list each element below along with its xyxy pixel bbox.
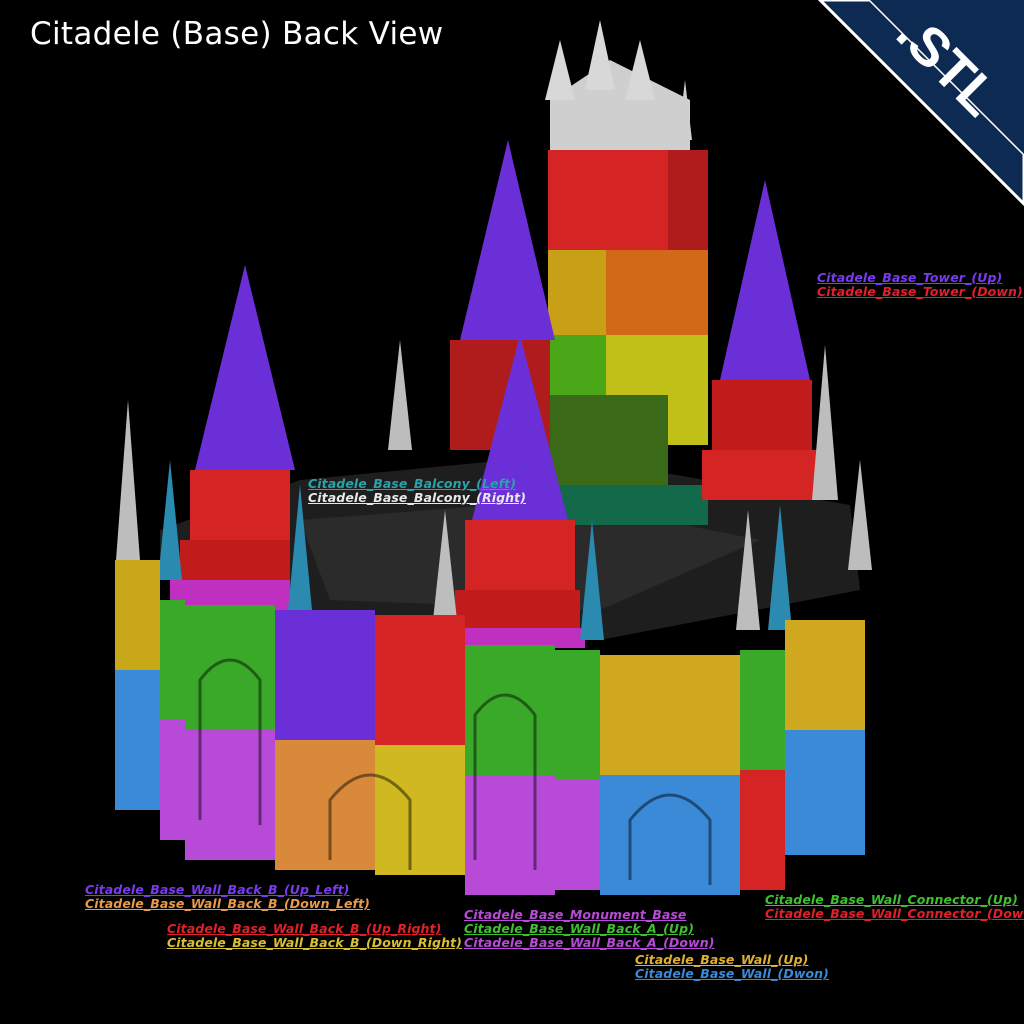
tower-left [170,265,295,610]
wall-lower-band [115,670,865,895]
central-tower [545,20,708,525]
image-title: Citadele (Base) Back View [30,16,444,52]
wall-upper-band [115,560,865,780]
label-wall-connector-up: Citadele_Base_Wall_Connector_(Up) [765,892,1018,907]
label-wall-back-b-down-right: Citadele_Base_Wall_Back_B_(Down_Right) [167,935,462,950]
tower-right [702,180,817,500]
pinnacles [116,340,872,630]
doors [198,658,712,885]
label-balcony-left: Citadele_Base_Balcony_(Left) [308,476,517,491]
tower-center [445,335,585,648]
label-monument-base: Citadele_Base_Monument_Base [464,907,687,922]
label-wall-back-a-down: Citadele_Base_Wall_Back_A_(Down) [464,935,715,950]
label-wall-back-b-down-left: Citadele_Base_Wall_Back_B_(Down_Left) [85,896,370,911]
label-wall-up: Citadele_Base_Wall_(Up) [635,952,809,967]
label-wall-back-a-up: Citadele_Base_Wall_Back_A_(Up) [464,921,695,936]
label-wall-back-b-up-left: Citadele_Base_Wall_Back_B_(Up_Left) [85,882,350,897]
label-wall-down: Citadele_Base_Wall_(Dwon) [635,966,829,981]
label-wall-back-b-up-right: Citadele_Base_Wall_Back_B_(Up_Right) [167,921,442,936]
label-tower-up: Citadele_Base_Tower_(Up) [817,270,1003,285]
label-tower-down: Citadele_Base_Tower_(Down) [817,284,1023,299]
label-wall-connector-down: Citadele_Base_Wall_Connector_(Down) [765,906,1024,921]
label-balcony-right: Citadele_Base_Balcony_(Right) [308,490,527,505]
pinnacles-blue [158,460,792,640]
